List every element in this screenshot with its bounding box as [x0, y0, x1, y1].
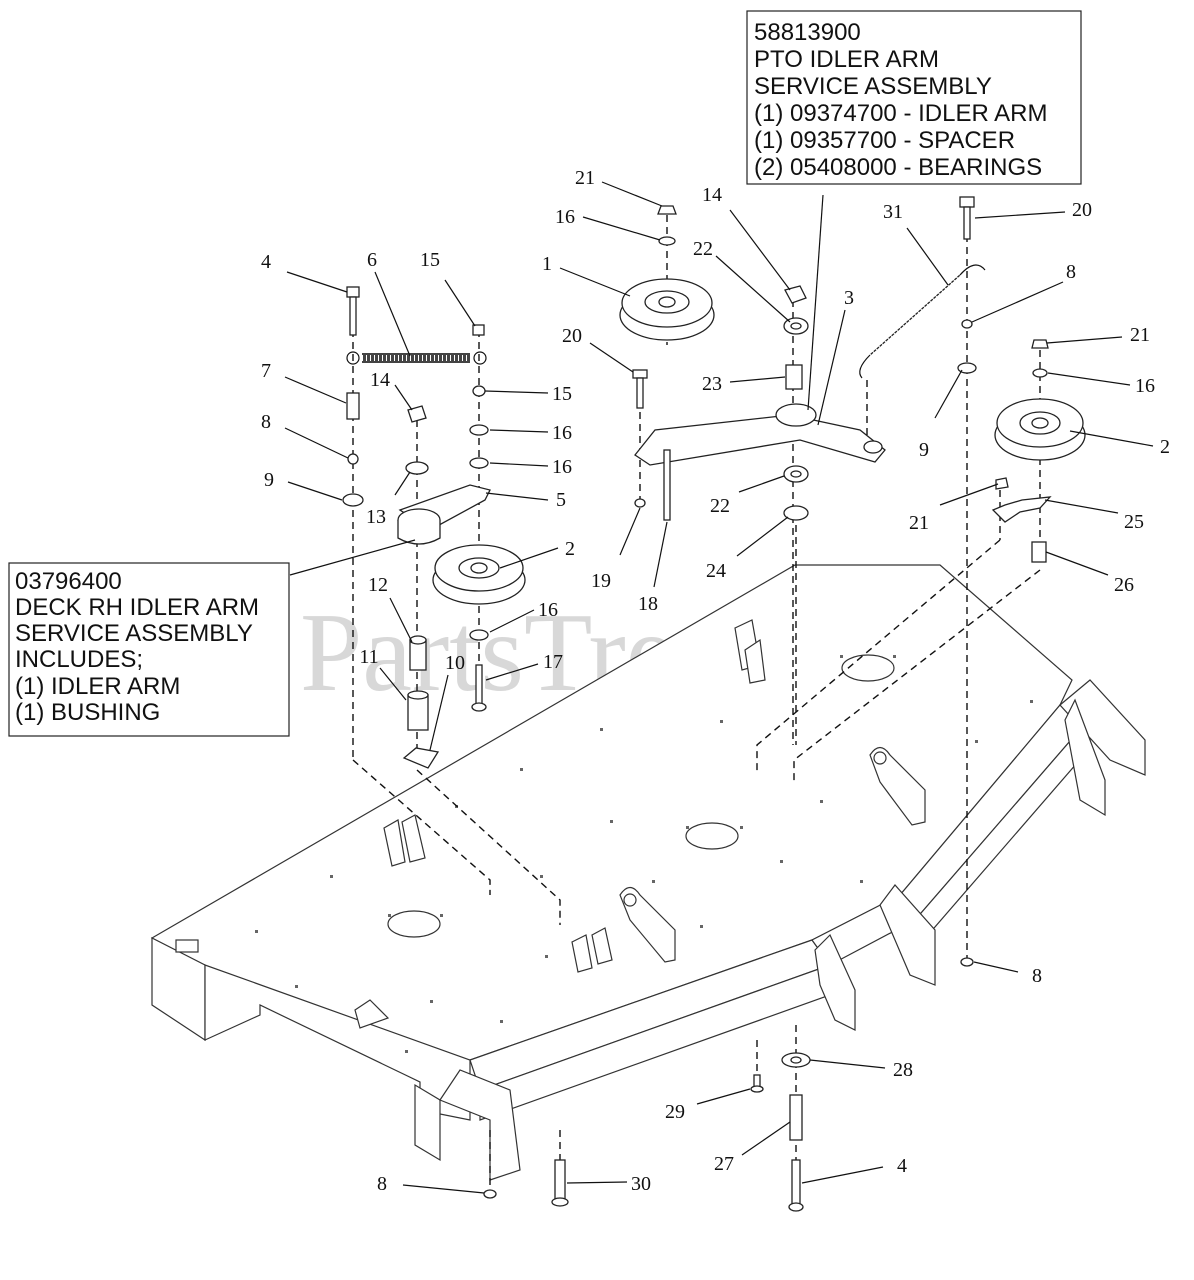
parts — [342, 196, 1086, 1212]
callout-16-mid-2: 16 — [552, 456, 572, 478]
callout-14-top: 14 — [702, 184, 722, 206]
callout-30: 30 — [631, 1173, 651, 1195]
deck-box-line-2: DECK RH IDLER ARM — [15, 594, 259, 621]
callout-2-right: 2 — [1160, 436, 1170, 458]
callout-20-center: 20 — [562, 325, 582, 347]
callout-29: 29 — [665, 1101, 685, 1123]
pto-box-line-1: 58813900 — [754, 19, 861, 46]
callout-labels: 21 16 1 20 14 22 23 3 31 20 8 21 16 2 9 … — [261, 167, 1170, 1195]
leader-lines — [284, 181, 1154, 1194]
callout-31: 31 — [883, 201, 903, 223]
pto-box-line-3: SERVICE ASSEMBLY — [754, 73, 992, 100]
callout-18: 18 — [638, 593, 658, 615]
callout-5: 5 — [556, 489, 566, 511]
callout-28: 28 — [893, 1059, 913, 1081]
pto-box-line-2: PTO IDLER ARM — [754, 46, 939, 73]
callout-8-bottom: 8 — [377, 1173, 387, 1195]
callout-8-top-right: 8 — [1066, 261, 1076, 283]
callout-23: 23 — [702, 373, 722, 395]
callout-9-right: 9 — [919, 439, 929, 461]
callout-4-bottom: 4 — [897, 1155, 907, 1177]
callout-15-mid: 15 — [552, 383, 572, 405]
deck-box-line-4: INCLUDES; — [15, 646, 143, 673]
callout-12: 12 — [368, 574, 388, 596]
callout-17: 17 — [543, 651, 563, 673]
pto-box-line-6: (2) 05408000 - BEARINGS — [754, 154, 1042, 181]
callout-16-right: 16 — [1135, 375, 1155, 397]
callout-7: 7 — [261, 360, 271, 382]
callout-21-right: 21 — [1130, 324, 1150, 346]
callout-22-bottom: 22 — [710, 495, 730, 517]
callout-16-lower: 16 — [538, 599, 558, 621]
callout-24: 24 — [706, 560, 726, 582]
deck-box-line-5: (1) IDLER ARM — [15, 673, 180, 700]
deck-box-line-6: (1) BUSHING — [15, 699, 160, 726]
deck-box-line-1: 03796400 — [15, 568, 122, 595]
callout-4-top: 4 — [261, 251, 271, 273]
callout-15-top: 15 — [420, 249, 440, 271]
deck-idler-box: 03796400 DECK RH IDLER ARM SERVICE ASSEM… — [8, 562, 290, 737]
callout-8-right-mid: 8 — [1032, 965, 1042, 987]
pto-idler-box: 58813900 PTO IDLER ARM SERVICE ASSEMBLY … — [746, 10, 1082, 185]
callout-3: 3 — [844, 287, 854, 309]
callout-13: 13 — [366, 506, 386, 528]
callout-2-left: 2 — [565, 538, 575, 560]
callout-27: 27 — [714, 1153, 734, 1175]
callout-21-top: 21 — [575, 167, 595, 189]
callout-10: 10 — [445, 652, 465, 674]
callout-9-left: 9 — [264, 469, 274, 491]
callout-26: 26 — [1114, 574, 1134, 596]
mower-deck — [150, 564, 1146, 1181]
pto-box-line-4: (1) 09374700 - IDLER ARM — [754, 100, 1047, 127]
callout-1: 1 — [542, 253, 552, 275]
deck-box-line-3: SERVICE ASSEMBLY — [15, 620, 253, 647]
callout-16-top: 16 — [555, 206, 575, 228]
callout-22-top: 22 — [693, 238, 713, 260]
callout-11: 11 — [359, 646, 378, 668]
callout-19: 19 — [591, 570, 611, 592]
callout-16-mid-1: 16 — [552, 422, 572, 444]
callout-14-left: 14 — [370, 369, 390, 391]
callout-20-right: 20 — [1072, 199, 1092, 221]
callout-25: 25 — [1124, 511, 1144, 533]
callout-21-bracket: 21 — [909, 512, 929, 534]
pto-box-line-5: (1) 09357700 - SPACER — [754, 127, 1015, 154]
callout-8-left: 8 — [261, 411, 271, 433]
callout-6: 6 — [367, 249, 377, 271]
